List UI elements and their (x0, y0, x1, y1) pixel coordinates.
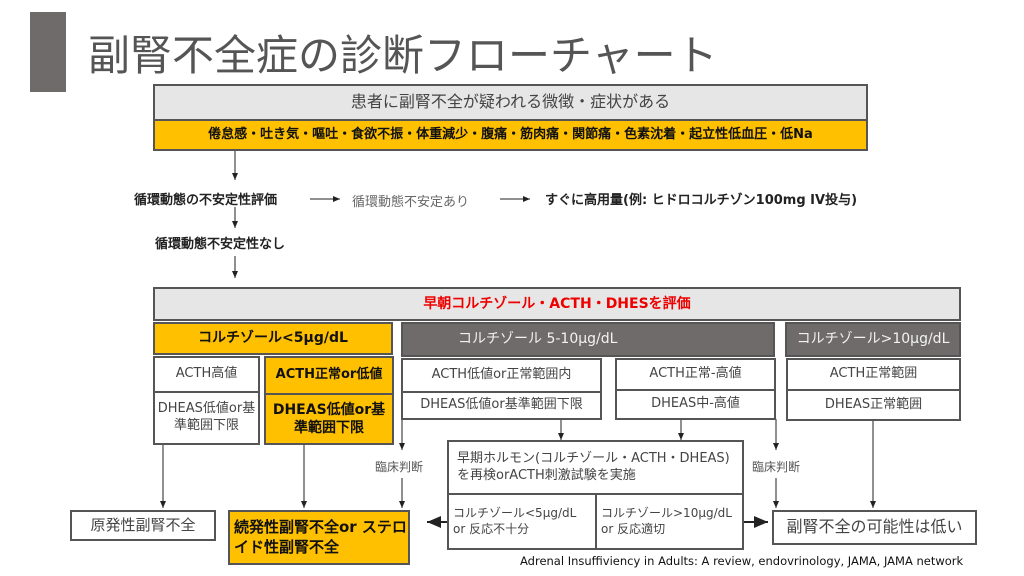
suspicion-box: 患者に副腎不全が疑われる微徴・症状がある (153, 84, 868, 121)
group-high-header: コルチゾール>10μg/dL (785, 322, 961, 357)
acth-normal-high: ACTH正常-高値 (615, 358, 776, 391)
retest-box: 早期ホルモン(コルチゾール・ACTH・DHEAS)を再検orACTH刺激試験を実… (447, 440, 744, 495)
hemodynamic-eval: 循環動態の不安定性評価 (134, 193, 278, 208)
clinical-judgment-left: 臨床判断 (375, 460, 424, 474)
symptoms-box: 倦怠感・吐き気・嘔吐・食欲不振・体重減少・腹痛・筋肉痛・関節痛・色素沈着・起立性… (153, 119, 868, 151)
immediate-treatment: すぐに高用量(例: ヒドロコルチゾン100mg IV投与) (545, 193, 858, 208)
dheas-normal-range: DHEAS正常範囲 (786, 389, 961, 421)
group-mid-header: コルチゾール 5-10μg/dL (401, 322, 775, 357)
dheas-low-primary: DHEAS低値or基準範囲下限 (153, 391, 260, 445)
acth-low-normal: ACTH低値or正常範囲内 (401, 358, 602, 393)
hemodynamic-unstable: 循環動態不安定あり (352, 195, 470, 210)
acth-normal-low: ACTH正常or低値 (264, 356, 394, 395)
acth-normal-range: ACTH正常範囲 (786, 358, 961, 391)
acth-high: ACTH高値 (153, 356, 260, 393)
outcome-secondary: 続発性副腎不全or ステロイド性副腎不全 (228, 510, 410, 565)
outcome-primary: 原発性副腎不全 (70, 510, 216, 541)
retest-low-result: コルチゾール<5μg/dL or 反応不十分 (447, 493, 597, 550)
citation: Adrenal Insuffiviency in Adults: A revie… (520, 554, 964, 568)
group-low-header: コルチゾール<5μg/dL (153, 322, 393, 355)
retest-high-result: コルチゾール>10μg/dL or 反応適切 (595, 493, 744, 550)
page-title: 副腎不全症の診断フローチャート (88, 31, 718, 80)
dheas-mid-high: DHEAS中-高値 (615, 389, 776, 420)
title-accent-bar (30, 12, 66, 92)
outcome-unlikely: 副腎不全の可能性は低い (772, 510, 977, 545)
hemodynamic-stable: 循環動態不安定性なし (155, 237, 286, 252)
dheas-low-mid: DHEAS低値or基準範囲下限 (401, 391, 602, 420)
assessment-box: 早朝コルチゾール・ACTH・DHESを評価 (153, 287, 961, 321)
clinical-judgment-right: 臨床判断 (752, 460, 801, 474)
dheas-low-secondary: DHEAS低値or基準範囲下限 (264, 393, 394, 445)
